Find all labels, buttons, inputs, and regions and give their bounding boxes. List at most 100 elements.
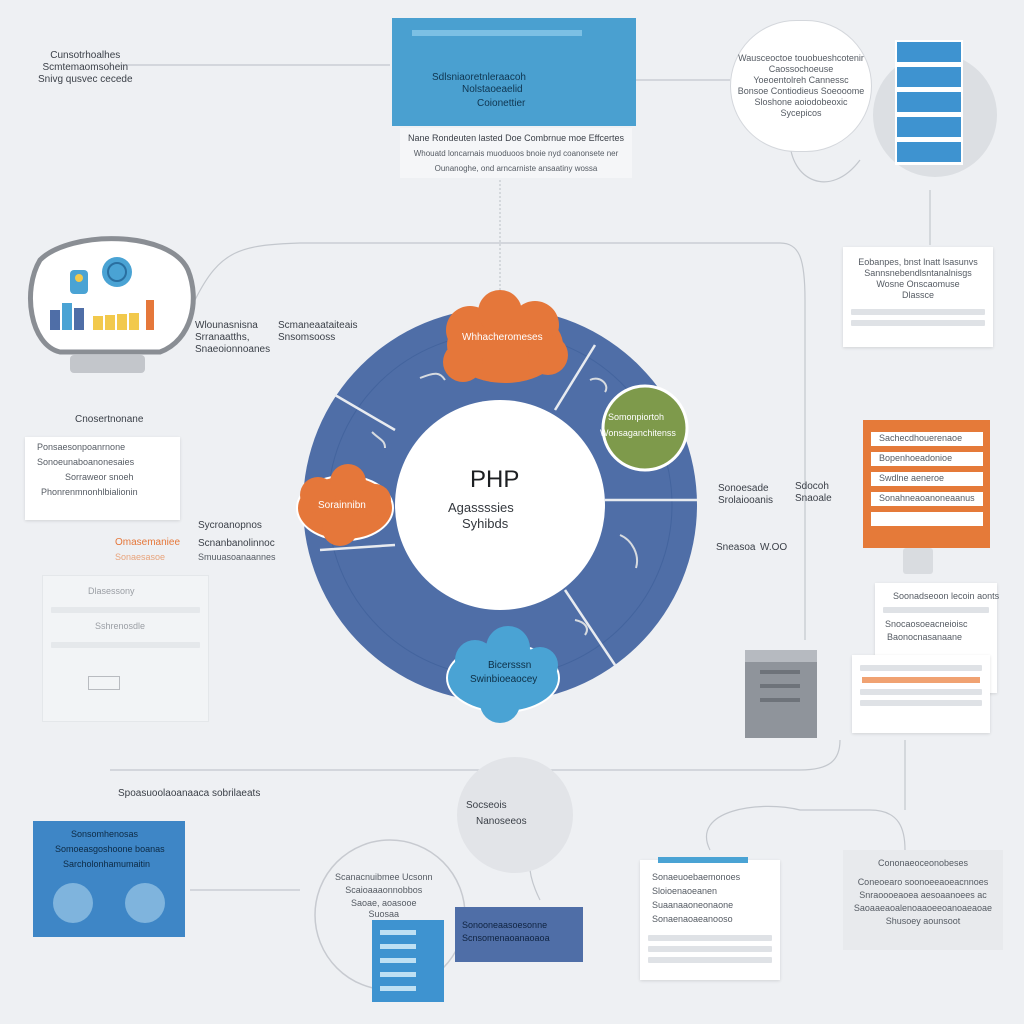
top-banner: Sdlsniaoretnleraacoh Nolstaoeaelid Coion… bbox=[392, 18, 636, 126]
top-right-note-line-5: Sloshone aoiodobeoxic bbox=[754, 97, 848, 107]
bottom-left-line-1: Somoeasgoshoone boanas bbox=[55, 844, 165, 854]
orange-row-3: Swdlne aeneroe bbox=[871, 472, 983, 486]
right-doc-line-2: Snocaosoeacneioisc bbox=[885, 619, 968, 629]
left-faded-box bbox=[88, 676, 120, 690]
right-label-c: Sneasoa W.OO bbox=[716, 537, 787, 555]
center-hub bbox=[395, 400, 605, 610]
left-panel-line-3: Phonrenmnonhlbialionin bbox=[41, 487, 138, 497]
bottom-left-panel: Sonsomhenosas Somoeasgoshoone boanas Sar… bbox=[33, 821, 185, 937]
top-right-note-line-1: Wausceoctoe touobueshcotenir bbox=[738, 53, 864, 63]
right-note-top-line-3: Wosne Onscaomuse bbox=[876, 279, 960, 289]
bottom-curve-b bbox=[706, 805, 906, 851]
bottom-right-note-line-4: Saoaaeaoalenoaaoeeoanoaeaoae bbox=[853, 903, 993, 913]
top-right-note-line-4: Bonsoe Contiodieus Soeooome bbox=[737, 86, 865, 96]
left-panel-header: Ponsaesonpoanrnone bbox=[37, 442, 126, 452]
left-panel-line-1: Sonoeunaboanonesaies bbox=[37, 457, 135, 467]
left-label-b: Scmaneaataiteais Snsomsooss bbox=[278, 320, 358, 344]
banner-caption-3: Ounanoghe, ond arncarniste ansaatiny wos… bbox=[434, 164, 598, 173]
bottom-left-circle-text: Scanacnuibmee Ucsonn Scaioaaaonnobbos Sa… bbox=[335, 872, 433, 920]
banner-caption-1: Nane Rondeuten lasted Doe Combrnue moe E… bbox=[408, 133, 624, 143]
left-faded-line-1: Dlasessony bbox=[88, 586, 135, 596]
right-doc-line-3: Baonocnasanaane bbox=[887, 632, 963, 642]
cloud-top-shape bbox=[443, 290, 568, 383]
bottom-circle-label-1: Socseois bbox=[466, 800, 507, 811]
right-label-a: Sonoesade Srolaiooanis bbox=[718, 483, 773, 507]
left-label-d-2: Scnanbanolinnoc bbox=[198, 538, 275, 549]
cloud-left-label: Sorainnibn bbox=[318, 500, 366, 511]
left-label-c-1: Cnosertnonane bbox=[75, 414, 144, 425]
right-label-b: Sdocoh Snaoale bbox=[795, 481, 832, 505]
server-tower bbox=[745, 650, 817, 738]
orange-row-3-text: Swdlne aeneroe bbox=[879, 473, 945, 483]
bottom-right-note-line-5: Shusoey aounsoot bbox=[885, 916, 961, 926]
bottom-blue-box-text: Sonooneaasoesonne Scnsomenaoanaoaoa bbox=[462, 920, 550, 944]
bottom-right-note: Cononaeoceonobeses Coneoearo soonoeeaoea… bbox=[843, 850, 1003, 950]
left-label-b-1: Scmaneaataiteais bbox=[278, 320, 358, 331]
orange-row-2: Bopenhoeadonioe bbox=[871, 452, 983, 466]
connector-lines bbox=[110, 64, 931, 901]
left-label-a: Wlounasnisna Srranaatths, Snaeoionnoanes bbox=[195, 320, 270, 356]
left-faded-panel: Dlasessony Sshrenosdle bbox=[42, 575, 209, 722]
left-label-a-2: Srranaatths, bbox=[195, 332, 250, 343]
bottom-box-line-2: Scnsomenaoanaoaoa bbox=[462, 933, 550, 943]
bottom-doc-line-1: Sonaeuoebaemonoes bbox=[652, 872, 741, 882]
orange-row-4-text: Sonahneaoanoneaanus bbox=[879, 493, 975, 503]
orange-row-2-text: Bopenhoeadonioe bbox=[879, 453, 953, 463]
left-orange-line-2: Sonaesasoe bbox=[115, 552, 166, 562]
right-label-c-2: W.OO bbox=[759, 542, 788, 553]
note-connector bbox=[789, 139, 861, 183]
bottom-center-left-3: Saoae, aoasooe bbox=[351, 898, 417, 908]
bottom-right-note-line-3: Snraoooeaoea aesoaanoees ac bbox=[859, 890, 987, 900]
bottom-blue-box bbox=[455, 907, 583, 962]
bottom-connector bbox=[110, 739, 841, 771]
center-subtitle-2: Syhibds bbox=[462, 516, 509, 531]
left-label-a-3: Snaeoionnoanes bbox=[195, 344, 271, 355]
bottom-left-person-1 bbox=[53, 883, 93, 923]
bottom-left-caption: Spoasuoolaoanaaca sobrilaeats bbox=[118, 788, 261, 799]
orange-row-4: Sonahneaoanoneaanus bbox=[871, 492, 983, 506]
center-subtitle-1: Agassssies bbox=[448, 500, 514, 515]
right-note-top-line-2: Sannsnebendlsntanalnisgs bbox=[864, 268, 972, 278]
banner-caption-2: Whouatd loncarnais muoduoos bnoie nyd co… bbox=[413, 149, 619, 158]
right-doc-highlight bbox=[862, 677, 980, 683]
server-stack-top bbox=[873, 40, 997, 177]
outer-frame-line bbox=[194, 242, 806, 640]
cloud-bottom-shape bbox=[446, 626, 560, 723]
left-label-a-1: Wlounasnisna bbox=[195, 320, 258, 331]
circle-right-label-2: Wonsaganchitenss bbox=[600, 428, 676, 438]
top-right-note-line-3: Yoeoentolreh Cannessc bbox=[753, 75, 849, 85]
right-doc-panel-front bbox=[852, 655, 990, 733]
right-orange-stand bbox=[903, 548, 933, 574]
bottom-center-left-4: Suosaa bbox=[368, 909, 400, 919]
right-label-a-1: Sonoesade bbox=[718, 483, 769, 494]
top-right-note: Wausceoctoe touobueshcotenir Caossochoeu… bbox=[730, 20, 872, 152]
left-panel-line-2: Sorraweor snoeh bbox=[65, 472, 134, 482]
right-doc-line-1: Soonadseoon lecoin aonts bbox=[893, 591, 1000, 601]
left-orange-line-1: Omasemaniee bbox=[115, 537, 181, 548]
bottom-circle-bg bbox=[457, 757, 573, 873]
left-faded-line-2: Sshrenosdle bbox=[95, 621, 146, 631]
orange-row-1: Sachecdhouerenaoe bbox=[871, 432, 983, 446]
bottom-circle-label-2: Nanoseeos bbox=[476, 816, 527, 827]
top-left-note: Cunsotrhoalhes Scmtemaomsohein Snivg qus… bbox=[38, 50, 133, 86]
bottom-doc-line-4: Sonaenaoaeanooso bbox=[652, 914, 733, 924]
top-left-note-line-3: Snivg qusvec cecede bbox=[38, 74, 133, 85]
center-title: PHP bbox=[470, 466, 520, 493]
top-right-note-line-2: Caossochoeuse bbox=[768, 64, 834, 74]
bottom-right-note-line-2: Coneoearo soonoeeaoeacnnoes bbox=[857, 877, 989, 887]
right-orange-panel: Sachecdhouerenaoe Bopenhoeadonioe Swdlne… bbox=[863, 420, 990, 548]
right-label-c-1: Sneasoa bbox=[716, 542, 756, 553]
bottom-doc-line-2: Sloioenaoeanen bbox=[652, 886, 718, 896]
bottom-left-header: Sonsomhenosas bbox=[71, 829, 139, 839]
left-label-d-1: Sycroanopnos bbox=[198, 520, 262, 531]
banner-line-2: Nolstaoeaelid bbox=[462, 84, 523, 95]
bottom-left-person-2 bbox=[125, 883, 165, 923]
orange-row-5 bbox=[871, 512, 983, 526]
bottom-box-line-1: Sonooneaasoesonne bbox=[462, 920, 548, 930]
bottom-right-note-line-1: Cononaeoceonobeses bbox=[877, 858, 969, 868]
bottom-doc: Sonaeuoebaemonoes Sloioenaoeanen Suaanaa… bbox=[640, 857, 780, 980]
ring-plugs bbox=[371, 372, 638, 636]
right-label-a-2: Srolaiooanis bbox=[718, 495, 774, 506]
left-panel: Ponsaesonpoanrnone Sonoeunaboanonesaies … bbox=[25, 437, 180, 520]
right-note-top-line-4: Dlassce bbox=[901, 290, 934, 300]
